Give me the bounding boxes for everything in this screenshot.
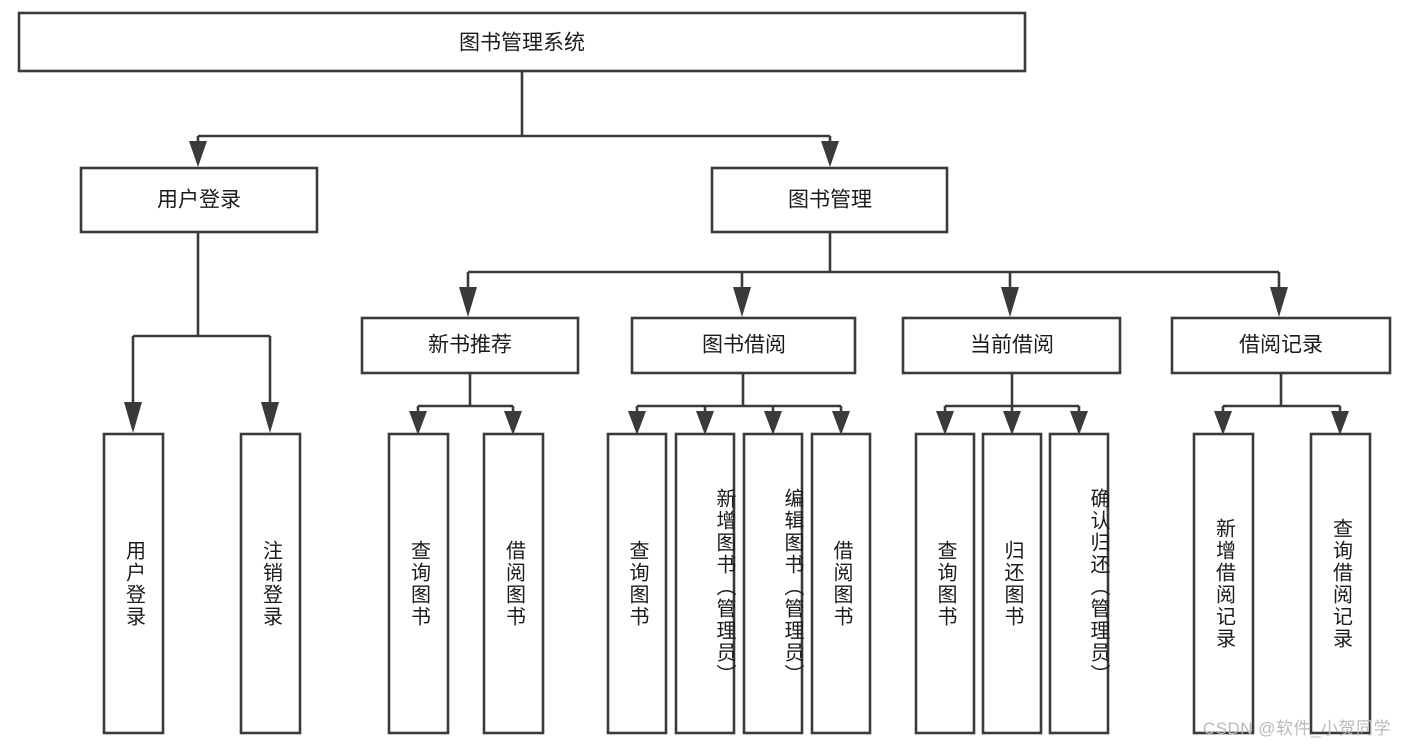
arrow-leaf-user-login-icon bbox=[124, 402, 142, 433]
arrow-leaf-query-book-current-icon bbox=[936, 411, 954, 435]
connectors-layer bbox=[124, 71, 1349, 435]
node-box-leaf-edit-book-admin[interactable] bbox=[742, 432, 804, 735]
node-box-leaf-query-book-recommend[interactable] bbox=[387, 432, 450, 735]
arrow-borrow-record-icon bbox=[1270, 287, 1288, 317]
arrow-leaf-logout-login-icon bbox=[261, 402, 279, 433]
arrow-leaf-add-borrow-record-icon bbox=[1214, 411, 1232, 435]
node-box-leaf-logout-login[interactable] bbox=[239, 432, 302, 735]
node-label-borrow-record: 借阅记录 bbox=[1239, 334, 1323, 357]
node-label-leaf-query-book-current: 查询图书 bbox=[934, 539, 956, 628]
node-label-book-borrow: 图书借阅 bbox=[702, 334, 786, 357]
node-box-leaf-return-book[interactable] bbox=[981, 432, 1043, 735]
node-box-leaf-borrow-book[interactable] bbox=[810, 432, 872, 735]
node-box-leaf-query-book-borrow[interactable] bbox=[606, 432, 668, 735]
node-label-leaf-borrow-book: 借阅图书 bbox=[830, 539, 852, 628]
node-box-borrow-record[interactable] bbox=[1170, 316, 1392, 375]
node-box-book-management[interactable] bbox=[710, 166, 949, 234]
node-box-current-borrow[interactable] bbox=[901, 316, 1122, 375]
nodes-layer: 图书管理系统 用户登录 图书管理 新书推荐 图书借阅 当前借阅 借阅记录 bbox=[17, 11, 1392, 735]
node-label-leaf-query-book-recommend: 查询图书 bbox=[407, 539, 430, 628]
node-label-leaf-add-book-admin: 新增图书（管理员） bbox=[713, 487, 735, 686]
node-box-user-login[interactable] bbox=[79, 166, 319, 234]
node-label-leaf-query-borrow-record: 查询借阅记录 bbox=[1329, 517, 1352, 650]
node-box-leaf-add-book-admin[interactable] bbox=[674, 432, 736, 735]
node-label-leaf-query-book-borrow: 查询图书 bbox=[626, 539, 648, 628]
node-label-leaf-confirm-return-admin: 确认归还（管理员） bbox=[1087, 487, 1109, 686]
node-label-leaf-user-login: 用户登录 bbox=[122, 539, 145, 628]
arrow-leaf-return-book-icon bbox=[1003, 411, 1021, 435]
node-box-root[interactable] bbox=[17, 11, 1027, 73]
node-box-leaf-confirm-return-admin[interactable] bbox=[1048, 432, 1110, 735]
arrow-leaf-borrow-book-icon bbox=[832, 411, 850, 435]
node-box-leaf-add-borrow-record[interactable] bbox=[1192, 432, 1255, 735]
node-box-new-book-recommend[interactable] bbox=[360, 316, 580, 375]
arrow-root-to-user-login-icon bbox=[189, 141, 207, 167]
node-label-leaf-add-borrow-record: 新增借阅记录 bbox=[1212, 517, 1235, 650]
arrow-leaf-query-book-recommend-icon bbox=[409, 411, 427, 435]
arrow-leaf-confirm-return-admin-icon bbox=[1070, 411, 1088, 435]
node-label-new-book-recommend: 新书推荐 bbox=[428, 334, 512, 357]
arrow-current-borrow-icon bbox=[1001, 287, 1019, 317]
arrow-leaf-borrow-book-recommend-icon bbox=[504, 411, 522, 435]
arrow-root-to-book-management-icon bbox=[821, 141, 839, 167]
node-label-leaf-borrow-book-recommend: 借阅图书 bbox=[502, 539, 525, 628]
arrow-leaf-add-book-admin-icon bbox=[696, 411, 714, 435]
arrow-leaf-edit-book-admin-icon bbox=[764, 411, 782, 435]
node-box-leaf-borrow-book-recommend[interactable] bbox=[482, 432, 545, 735]
node-label-leaf-logout-login: 注销登录 bbox=[259, 539, 282, 628]
arrow-new-book-recommend-icon bbox=[459, 287, 477, 317]
node-label-book-management: 图书管理 bbox=[788, 189, 872, 212]
node-label-leaf-return-book: 归还图书 bbox=[1001, 539, 1023, 628]
node-box-leaf-user-login[interactable] bbox=[102, 432, 165, 735]
watermark-text: CSDN @软件_小贺同学 bbox=[1202, 719, 1391, 738]
node-box-leaf-query-borrow-record[interactable] bbox=[1309, 432, 1372, 735]
arrow-book-borrow-icon bbox=[733, 287, 751, 317]
node-label-current-borrow: 当前借阅 bbox=[970, 334, 1054, 357]
node-label-user-login: 用户登录 bbox=[157, 189, 241, 212]
node-label-leaf-edit-book-admin: 编辑图书（管理员） bbox=[781, 487, 803, 686]
node-box-leaf-query-book-current[interactable] bbox=[914, 432, 976, 735]
node-box-book-borrow[interactable] bbox=[630, 316, 857, 375]
arrow-leaf-query-borrow-record-icon bbox=[1331, 411, 1349, 435]
arrow-leaf-query-book-borrow-icon bbox=[628, 411, 646, 435]
node-label-root: 图书管理系统 bbox=[459, 32, 585, 55]
